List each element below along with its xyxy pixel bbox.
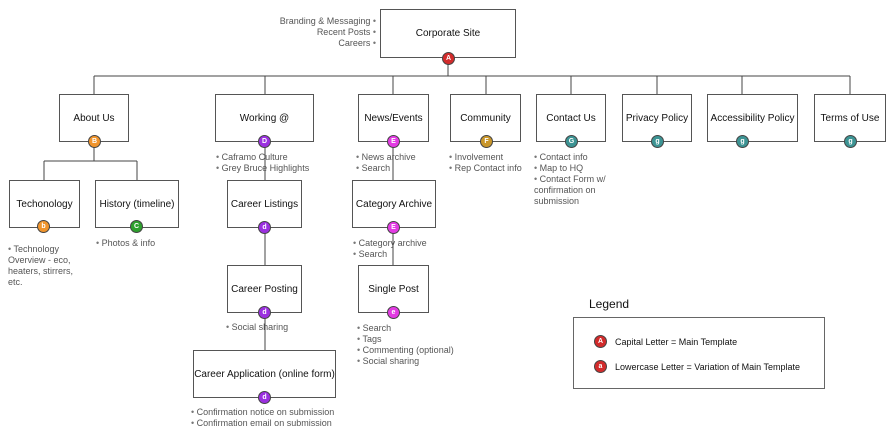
legend-badge-capital: A [594,335,607,348]
node-label: Terms of Use [820,112,880,124]
notes-contact: Contact info Map to HQ Contact Form w/ c… [534,152,616,207]
node-label: Career Listings [230,198,299,210]
note-item: Contact info [534,152,616,163]
notes-single: Search Tags Commenting (optional) Social… [357,323,467,367]
legend-box: A Capital Letter = Main Template a Lower… [573,317,825,389]
node-corporate-site: Corporate Site [380,9,516,58]
node-privacy-policy: Privacy Policy [622,94,692,142]
node-label: Privacy Policy [625,112,689,124]
template-badge: g [844,135,857,148]
note-item: Social sharing [357,356,467,367]
node-label: History (timeline) [99,198,175,210]
node-working: Working @ [215,94,314,142]
node-label: Accessibility Policy [710,112,795,124]
note-item: Recent Posts [258,27,376,38]
note-item: Careers [258,38,376,49]
node-terms-of-use: Terms of Use [814,94,886,142]
node-news-events: News/Events [358,94,429,142]
node-label: Corporate Site [415,28,481,39]
note-item: Commenting (optional) [357,345,467,356]
notes-history: Photos & info [96,238,186,249]
note-item: Photos & info [96,238,186,249]
node-label: About Us [73,112,115,124]
template-badge: g [651,135,664,148]
note-item: Caframo Culture [216,152,356,163]
node-label: Contact Us [546,112,596,124]
note-item: Branding & Messaging [258,16,376,27]
legend-row-capital: A Capital Letter = Main Template [594,335,737,348]
note-item: Involvement [449,152,539,163]
template-badge: E [387,221,400,234]
node-label: Techonology [16,198,73,210]
template-badge: F [480,135,493,148]
note-item: Confirmation email on submission [191,418,351,429]
template-badge: D [258,135,271,148]
node-label: Single Post [368,283,419,295]
node-label: Career Posting [231,283,298,295]
notes-category: Category archive Search [353,238,443,260]
note-item: News archive [356,152,446,163]
notes-corporate: Branding & Messaging Recent Posts Career… [258,16,376,49]
template-badge: d [258,306,271,319]
note-item: Map to HQ [534,163,616,174]
node-community: Community [450,94,521,142]
node-label: Working @ [239,112,290,124]
template-badge: G [565,135,578,148]
legend-title: Legend [589,297,630,311]
node-contact-us: Contact Us [536,94,606,142]
node-label: News/Events [364,112,423,124]
legend-badge-lower: a [594,360,607,373]
note-item: Search [357,323,467,334]
node-accessibility-policy: Accessibility Policy [707,94,798,142]
node-career-posting: Career Posting [227,265,302,313]
note-item: Tags [357,334,467,345]
node-label: Career Application (online form) [194,368,335,380]
note-item: Social sharing [226,322,316,333]
template-badge: g [736,135,749,148]
note-item: Technology Overview - eco, heaters, stir… [8,244,88,288]
note-item: Grey Bruce Highlights [216,163,356,174]
template-badge: C [130,220,143,233]
template-badge: e [387,306,400,319]
note-item: Confirmation notice on submission [191,407,351,418]
template-badge: d [258,221,271,234]
template-badge: d [258,391,271,404]
node-single-post: Single Post [358,265,429,313]
notes-application: Confirmation notice on submission Confir… [191,407,351,429]
notes-community: Involvement Rep Contact info [449,152,539,174]
legend-text-capital: Capital Letter = Main Template [615,336,738,347]
notes-technology: Technology Overview - eco, heaters, stir… [8,244,88,288]
template-badge: b [37,220,50,233]
node-label: Category Archive [355,198,433,210]
notes-news: News archive Search [356,152,446,172]
template-badge: A [442,52,455,65]
node-category-archive: Category Archive [352,180,436,228]
legend-row-lower: a Lowercase Letter = Variation of Main T… [594,360,800,373]
note-item: Search [353,249,443,260]
notes-working: Caframo Culture Grey Bruce Highlights [216,152,356,174]
node-label: Community [460,112,511,124]
note-item: Contact Form w/ confirmation on submissi… [534,174,616,207]
notes-posting: Social sharing [226,322,316,333]
legend-text-lower: Lowercase Letter = Variation of Main Tem… [615,361,801,372]
template-badge: E [387,135,400,148]
note-item: Search [356,163,446,172]
template-badge: B [88,135,101,148]
note-item: Rep Contact info [449,163,539,174]
note-item: Category archive [353,238,443,249]
